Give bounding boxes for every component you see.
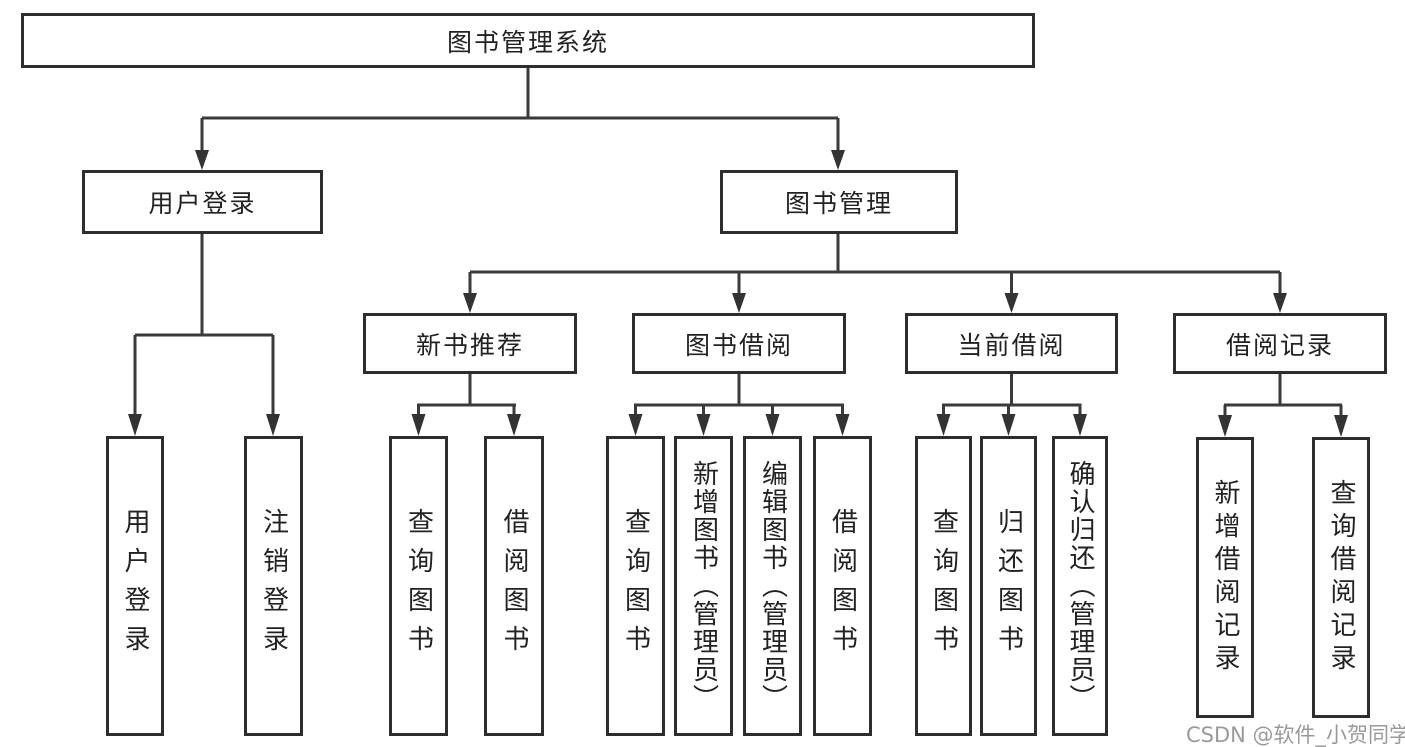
arrow-down-icon bbox=[128, 414, 142, 436]
arrow-down-icon bbox=[1001, 414, 1016, 436]
arrow-down-icon bbox=[765, 414, 780, 436]
csdn-watermark: CSDN @软件_小贺同学 bbox=[1186, 723, 1405, 747]
leaf-edit-book-admin: 编辑图书（管理员） bbox=[743, 436, 802, 736]
arrow-down-icon bbox=[1273, 293, 1287, 313]
node-label: 图书管理系统 bbox=[446, 27, 609, 57]
node-current-borrow: 当前借阅 bbox=[905, 313, 1118, 374]
node-label: 查询图书 bbox=[620, 508, 651, 664]
arrow-down-icon bbox=[1004, 293, 1019, 313]
node-user-login: 用户登录 bbox=[82, 170, 323, 234]
arrow-down-icon bbox=[266, 414, 280, 436]
arrow-down-icon bbox=[835, 414, 850, 436]
edges-root bbox=[195, 68, 845, 170]
node-book-management: 图书管理 bbox=[720, 170, 958, 234]
node-label: 借阅图书 bbox=[827, 508, 858, 664]
edges-borrow-records bbox=[1218, 374, 1348, 437]
arrow-down-icon bbox=[696, 414, 711, 436]
leaf-confirm-return-admin: 确认归还（管理员） bbox=[1052, 436, 1108, 736]
node-label: 查询图书 bbox=[403, 508, 434, 664]
node-book-borrow: 图书借阅 bbox=[632, 313, 846, 374]
leaf-add-borrow-record: 新增借阅记录 bbox=[1196, 437, 1254, 718]
arrow-down-icon bbox=[1073, 414, 1087, 436]
arrow-down-icon bbox=[936, 414, 951, 436]
arrow-down-icon bbox=[628, 414, 643, 436]
node-label: 借阅记录 bbox=[1225, 330, 1334, 360]
arrow-down-icon bbox=[195, 150, 209, 170]
node-library-system: 图书管理系统 bbox=[21, 13, 1035, 68]
node-label: 查询借阅记录 bbox=[1326, 478, 1356, 677]
edges-current-borrow bbox=[936, 374, 1087, 436]
node-new-book-recommend: 新书推荐 bbox=[363, 313, 577, 374]
arrow-down-icon bbox=[463, 293, 477, 313]
leaf-add-book-admin: 新增图书（管理员） bbox=[674, 436, 733, 736]
leaf-query-borrow-record: 查询借阅记录 bbox=[1312, 437, 1370, 718]
node-label: 归还图书 bbox=[993, 508, 1024, 664]
node-label: 新书推荐 bbox=[415, 330, 524, 360]
node-borrow-records: 借阅记录 bbox=[1173, 313, 1387, 374]
node-label: 用户登录 bbox=[120, 508, 150, 664]
arrow-down-icon bbox=[507, 414, 521, 436]
arrow-down-icon bbox=[831, 150, 845, 170]
leaf-query-books-1: 查询图书 bbox=[389, 436, 448, 736]
node-label: 确认归还（管理员） bbox=[1065, 460, 1095, 712]
node-label: 图书借阅 bbox=[684, 330, 793, 360]
arrow-down-icon bbox=[732, 293, 746, 313]
node-label: 注销登录 bbox=[258, 508, 289, 664]
edges-user-login bbox=[128, 234, 280, 436]
node-label: 新增借阅记录 bbox=[1210, 478, 1240, 677]
leaf-query-books-3: 查询图书 bbox=[915, 436, 972, 736]
edges-book-management bbox=[463, 234, 1287, 313]
arrow-down-icon bbox=[1334, 415, 1348, 437]
node-label: 借阅图书 bbox=[499, 508, 529, 664]
edges-book-borrow bbox=[628, 374, 850, 436]
arrow-down-icon bbox=[411, 414, 426, 436]
leaf-logout: 注销登录 bbox=[244, 436, 303, 736]
node-label: 新增图书（管理员） bbox=[688, 460, 719, 712]
node-label: 查询图书 bbox=[928, 508, 959, 664]
leaf-user-login: 用户登录 bbox=[106, 436, 164, 736]
edges-new-book-rec bbox=[411, 374, 521, 436]
node-label: 当前借阅 bbox=[957, 330, 1066, 360]
leaf-return-book: 归还图书 bbox=[980, 436, 1037, 736]
leaf-borrow-books-1: 借阅图书 bbox=[484, 436, 544, 736]
arrow-down-icon bbox=[1218, 415, 1232, 437]
leaf-query-books-2: 查询图书 bbox=[606, 436, 665, 736]
node-label: 用户登录 bbox=[148, 189, 257, 218]
leaf-borrow-books-2: 借阅图书 bbox=[813, 436, 872, 736]
node-label: 编辑图书（管理员） bbox=[757, 460, 788, 712]
node-label: 图书管理 bbox=[784, 189, 893, 218]
